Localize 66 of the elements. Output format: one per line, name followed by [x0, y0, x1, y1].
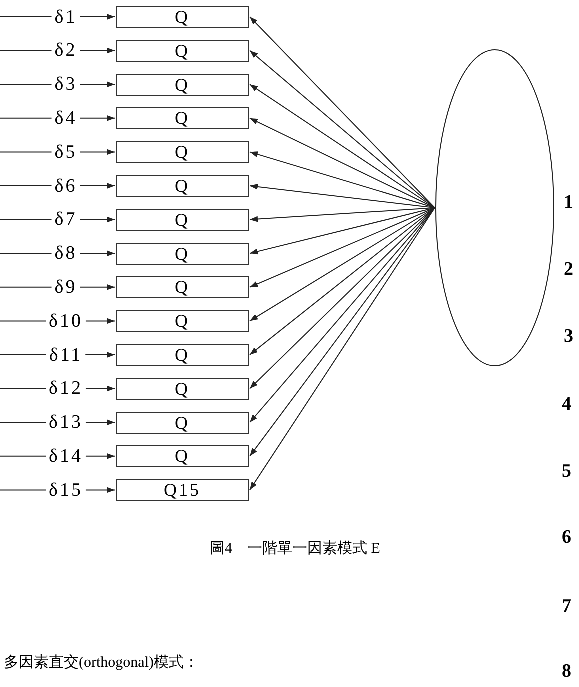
arrow	[80, 115, 116, 122]
arrow	[250, 208, 436, 288]
arrow	[85, 352, 116, 358]
arrow	[250, 208, 436, 255]
arrow	[80, 183, 116, 189]
arrow	[250, 184, 436, 208]
line	[0, 118, 52, 119]
observed-variable-box: Q15	[116, 479, 249, 502]
line	[0, 253, 52, 254]
arrow	[85, 420, 116, 426]
observed-variable-box: Q	[116, 344, 249, 366]
arrow	[250, 16, 436, 208]
line-number: 3	[564, 325, 574, 349]
line-number: 7	[562, 595, 572, 619]
arrow	[250, 50, 436, 208]
observed-variable-box: Q	[116, 40, 249, 62]
observed-variable-box: Q	[116, 141, 249, 164]
observed-variable-box: Q	[116, 310, 249, 332]
observed-variable-box: Q	[116, 378, 249, 400]
arrow	[85, 453, 116, 460]
arrow	[250, 84, 436, 208]
line	[0, 286, 52, 288]
line	[0, 456, 47, 457]
arrow	[80, 216, 116, 223]
observed-variable-box: Q	[116, 242, 249, 265]
arrow	[250, 118, 436, 208]
line-number: 4	[562, 393, 572, 417]
arrow	[85, 386, 116, 392]
observed-variable-box: Q	[116, 6, 249, 28]
line-number: 5	[562, 460, 572, 484]
arrow	[80, 250, 116, 257]
line	[0, 388, 47, 390]
line	[0, 152, 52, 153]
line	[0, 354, 47, 356]
observed-variable-box: Q	[116, 412, 249, 434]
arrow	[85, 487, 116, 494]
line-number: 1	[564, 191, 574, 215]
line-number: 2	[564, 258, 574, 282]
arrow	[250, 208, 436, 222]
observed-variable-box: Q	[116, 175, 249, 197]
line-number: 6	[562, 526, 572, 550]
arrow	[85, 318, 116, 324]
arrow	[250, 208, 436, 356]
arrow	[250, 208, 436, 322]
arrow	[80, 48, 116, 54]
observed-variable-box: Q	[116, 74, 249, 96]
observed-variable-box: Q	[116, 276, 249, 298]
line	[0, 84, 52, 86]
arrow	[80, 82, 116, 88]
line	[0, 50, 52, 52]
line-number: 8	[562, 660, 572, 684]
arrow	[250, 152, 436, 208]
line	[0, 422, 47, 424]
arrow	[80, 284, 116, 290]
observed-variable-box: Q	[116, 107, 249, 130]
arrow	[80, 149, 116, 156]
figure-caption: 圖4 一階單一因素模式 E	[210, 540, 380, 559]
arrow	[250, 208, 436, 390]
line	[0, 219, 52, 220]
arrow	[80, 14, 116, 20]
observed-variable-box: Q	[116, 445, 249, 468]
observed-variable-box: Q	[116, 208, 249, 231]
line	[0, 320, 47, 322]
line	[0, 16, 52, 18]
line	[0, 490, 47, 491]
body-text: 多因素直交(orthogonal)模式：	[4, 653, 199, 673]
